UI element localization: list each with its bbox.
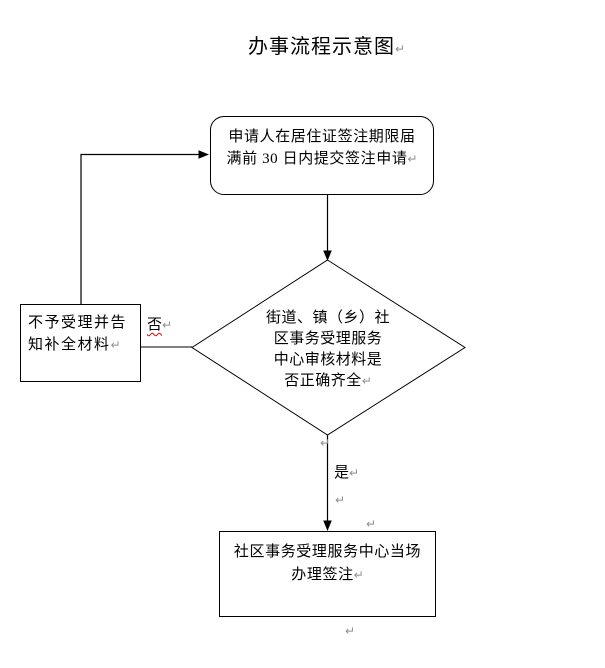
- paragraph-mark-icon: ↵: [320, 436, 331, 450]
- node-process-line1: 社区事务受理服务中心当场: [233, 544, 422, 560]
- node-decision-line1: 街道、镇（乡）社: [265, 310, 390, 326]
- node-process: 社区事务受理服务中心当场 办理签注↵: [219, 531, 436, 617]
- node-start: 申请人在居住证签注期限届 满前 30 日内提交签注申请↵: [210, 116, 434, 195]
- node-start-line2: 满前 30 日内提交签注申请↵: [226, 151, 418, 167]
- paragraph-mark-icon: ↵: [353, 568, 364, 582]
- node-reject-line1: 不予受理并告: [28, 315, 128, 331]
- node-process-line2: 办理签注↵: [291, 567, 364, 583]
- node-decision-line4: 否正确齐全↵: [284, 373, 372, 389]
- node-decision-line2: 区事务受理服务: [273, 331, 383, 347]
- node-reject-line2: 知补全材料↵: [28, 337, 121, 353]
- node-decision-line3: 中心审核材料是: [273, 352, 383, 368]
- arrow-start-to-decision-head: [323, 250, 332, 261]
- node-reject: 不予受理并告 知补全材料↵: [20, 304, 141, 382]
- page-title-text: 办事流程示意图: [248, 36, 395, 58]
- branch-label-no-text: 否: [147, 317, 163, 333]
- paragraph-mark-icon: ↵: [110, 338, 121, 352]
- paragraph-mark-icon: ↵: [407, 152, 418, 166]
- paragraph-mark-icon: ↵: [335, 493, 346, 507]
- node-decision: 街道、镇（乡）社 区事务受理服务 中心审核材料是 否正确齐全↵: [243, 308, 413, 392]
- paragraph-mark-icon: ↵: [366, 517, 377, 531]
- arrow-decision-to-process-head: [323, 520, 332, 531]
- paragraph-mark-icon: ↵: [349, 466, 360, 480]
- arrow-reject-to-start-head: [198, 150, 209, 159]
- page-title: 办事流程示意图↵: [248, 30, 405, 59]
- branch-label-yes-text: 是: [334, 465, 350, 481]
- arrow-reject-to-start-line: [80, 153, 200, 304]
- paragraph-mark-icon: ↵: [361, 374, 372, 388]
- branch-label-yes: 是↵: [334, 461, 359, 482]
- paragraph-mark-icon: ↵: [345, 624, 356, 638]
- branch-label-no: 否↵: [147, 313, 172, 334]
- paragraph-mark-icon: ↵: [162, 318, 173, 332]
- paragraph-mark-icon: ↵: [395, 42, 406, 56]
- node-start-line1: 申请人在居住证签注期限届: [228, 129, 416, 145]
